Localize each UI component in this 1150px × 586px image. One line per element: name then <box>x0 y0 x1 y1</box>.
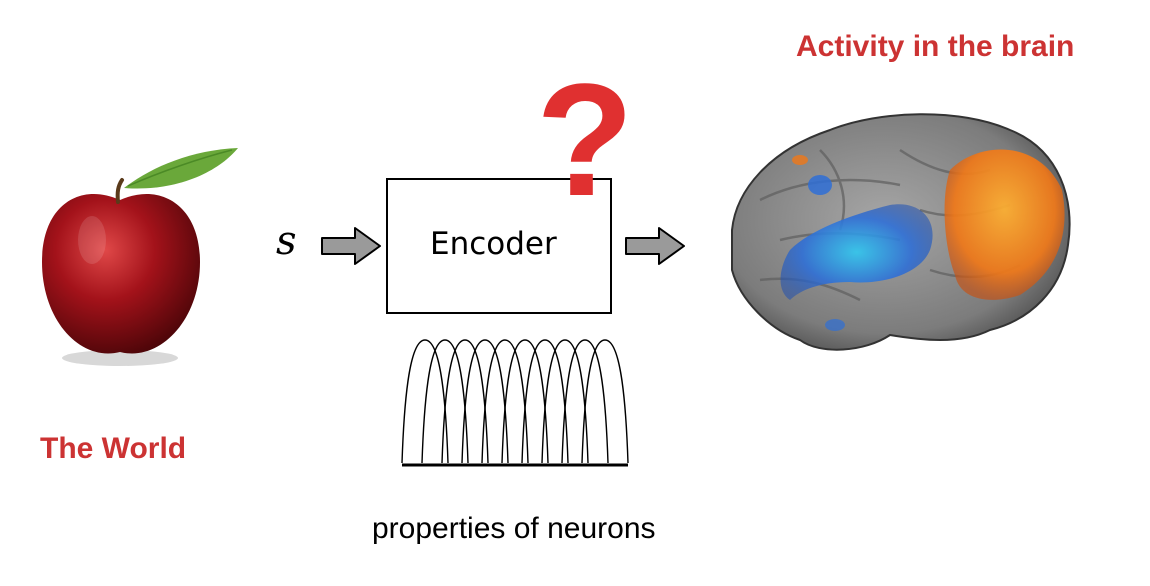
world-label: The World <box>40 432 187 465</box>
encoder-label: Encoder <box>430 226 557 262</box>
tuning-curve <box>561 339 609 464</box>
stimulus-symbol: s <box>276 218 297 264</box>
neuron-properties-label: properties of neurons <box>372 512 656 545</box>
tuning-curve <box>581 339 629 464</box>
tuning-curves <box>401 339 629 464</box>
question-mark: ? <box>536 50 634 229</box>
apple-image <box>42 148 238 366</box>
encoder-box <box>386 178 612 314</box>
input-arrow <box>321 227 381 265</box>
brain-scan-image <box>731 113 1071 351</box>
output-arrow <box>625 227 685 265</box>
brain-activity-label: Activity in the brain <box>796 30 1075 63</box>
